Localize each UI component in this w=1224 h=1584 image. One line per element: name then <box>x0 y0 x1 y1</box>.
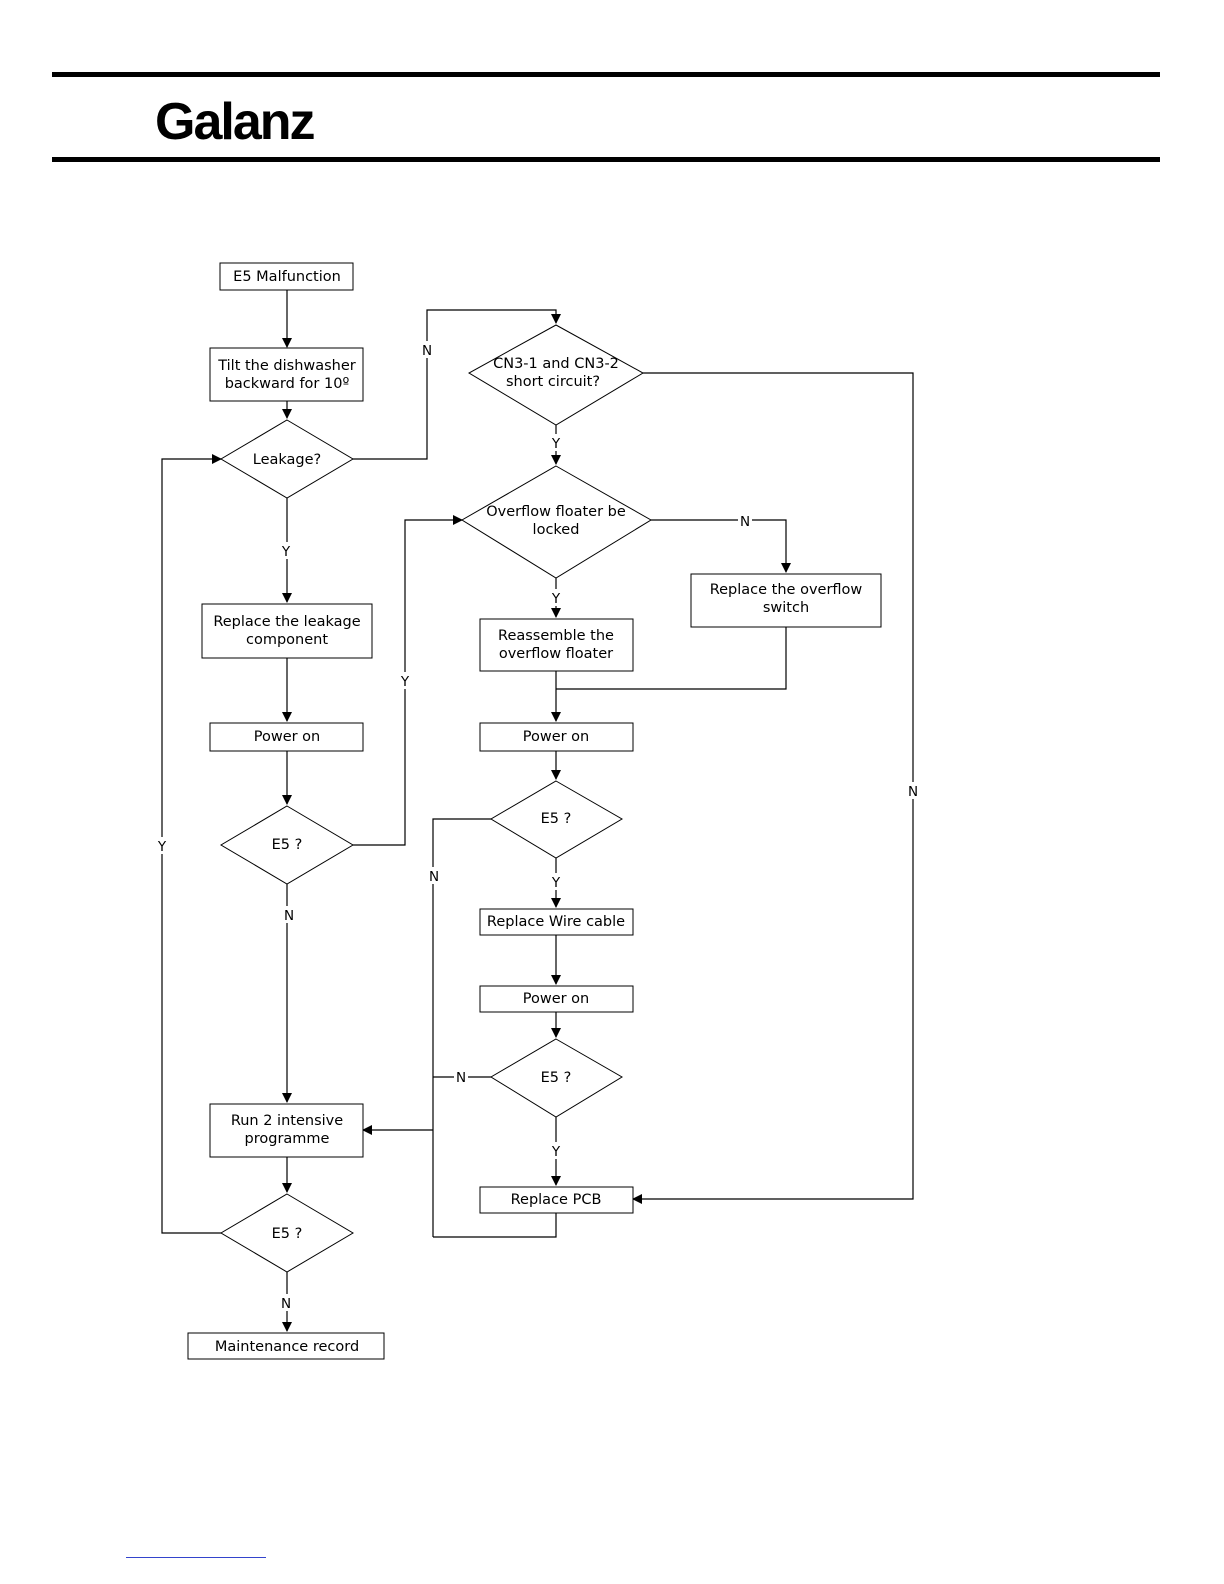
svg-text:Power on: Power on <box>523 729 590 745</box>
svg-text:Run 2 intensive: Run 2 intensive <box>231 1113 343 1129</box>
header-bottom-rule <box>52 157 1160 162</box>
node-e5-decision-final: E5 ? <box>220 1193 354 1273</box>
footer-link-underline[interactable] <box>126 1557 266 1558</box>
label-e5-2-no: N <box>429 869 439 885</box>
label-overflow-yes: Y <box>551 591 561 607</box>
svg-text:Leakage?: Leakage? <box>253 452 321 468</box>
svg-text:Replace the leakage: Replace the leakage <box>213 614 360 630</box>
svg-text:programme: programme <box>245 1131 330 1147</box>
svg-text:Power on: Power on <box>523 991 590 1007</box>
node-e5-decision-3: E5 ? <box>490 1038 623 1118</box>
label-e5-3-no: N <box>456 1070 466 1086</box>
node-e5-decision-2: E5 ? <box>490 780 623 859</box>
node-maintenance-record: Maintenance record <box>187 1332 385 1360</box>
node-cn3-decision: CN3-1 and CN3-2 short circuit? <box>467 324 645 426</box>
node-run-intensive: Run 2 intensive programme <box>209 1103 364 1158</box>
svg-text:E5 ?: E5 ? <box>272 1226 303 1242</box>
svg-text:Replace Wire cable: Replace Wire cable <box>487 914 625 930</box>
svg-text:Replace the overflow: Replace the overflow <box>710 582 863 598</box>
svg-text:E5 ?: E5 ? <box>541 811 572 827</box>
node-leakage-decision: Leakage? <box>220 419 354 499</box>
label-leakage-yes: Y <box>281 544 291 560</box>
node-replace-wire-cable: Replace Wire cable <box>479 908 634 936</box>
svg-text:CN3-1 and CN3-2: CN3-1 and CN3-2 <box>493 356 619 372</box>
node-replace-overflow-switch: Replace the overflow switch <box>690 573 882 628</box>
node-e5-decision-1: E5 ? <box>220 805 354 885</box>
label-e5-final-no: N <box>281 1296 291 1312</box>
header-top-rule <box>52 72 1160 77</box>
label-e5-1-no: N <box>284 908 294 924</box>
label-leakage-no: N <box>422 343 432 359</box>
node-reassemble-floater: Reassemble the overflow floater <box>479 618 634 672</box>
svg-text:Overflow floater be: Overflow floater be <box>486 504 626 520</box>
label-e5-1-yes: Y <box>400 674 410 690</box>
label-e5-final-yes: Y <box>157 839 167 855</box>
edge-cn3-no <box>632 372 914 1204</box>
svg-text:backward for 10º: backward for 10º <box>225 376 350 392</box>
node-start: E5 Malfunction <box>219 262 354 291</box>
node-power-on-2: Power on <box>479 722 634 752</box>
svg-text:overflow floater: overflow floater <box>499 646 613 662</box>
edge-overflow-no <box>651 519 791 573</box>
svg-text:locked: locked <box>533 522 580 538</box>
node-overflow-decision: Overflow floater be locked <box>461 465 652 579</box>
svg-text:component: component <box>246 632 328 648</box>
node-power-on-1: Power on <box>209 722 364 752</box>
svg-text:E5 Malfunction: E5 Malfunction <box>233 269 341 285</box>
svg-text:short circuit?: short circuit? <box>506 374 600 390</box>
svg-text:E5 ?: E5 ? <box>541 1070 572 1086</box>
edge-leakage-no <box>353 309 561 460</box>
svg-text:Reassemble the: Reassemble the <box>498 628 614 644</box>
svg-text:Tilt the dishwasher: Tilt the dishwasher <box>217 358 356 374</box>
edge-e5-2-no <box>432 818 491 1237</box>
edge-labels: Y N Y N Y N Y N N Y Y N N Y <box>155 341 920 1312</box>
node-tilt: Tilt the dishwasher backward for 10º <box>209 347 364 402</box>
node-replace-leakage: Replace the leakage component <box>201 603 373 659</box>
galanz-logo: Galanz <box>155 93 315 151</box>
label-cn3-yes: Y <box>551 436 561 452</box>
label-e5-3-yes: Y <box>551 1144 561 1160</box>
svg-text:switch: switch <box>763 600 809 616</box>
svg-text:Power on: Power on <box>254 729 321 745</box>
node-replace-pcb: Replace PCB <box>479 1186 634 1214</box>
edge-switch-merge <box>556 627 787 690</box>
label-cn3-no: N <box>908 784 918 800</box>
edge-pcb-loop <box>433 1213 557 1238</box>
svg-text:Maintenance record: Maintenance record <box>215 1339 359 1355</box>
node-power-on-3: Power on <box>479 985 634 1013</box>
label-overflow-no: N <box>740 514 750 530</box>
svg-text:Replace PCB: Replace PCB <box>511 1192 602 1208</box>
label-e5-2-yes: Y <box>551 875 561 891</box>
svg-text:E5 ?: E5 ? <box>272 837 303 853</box>
